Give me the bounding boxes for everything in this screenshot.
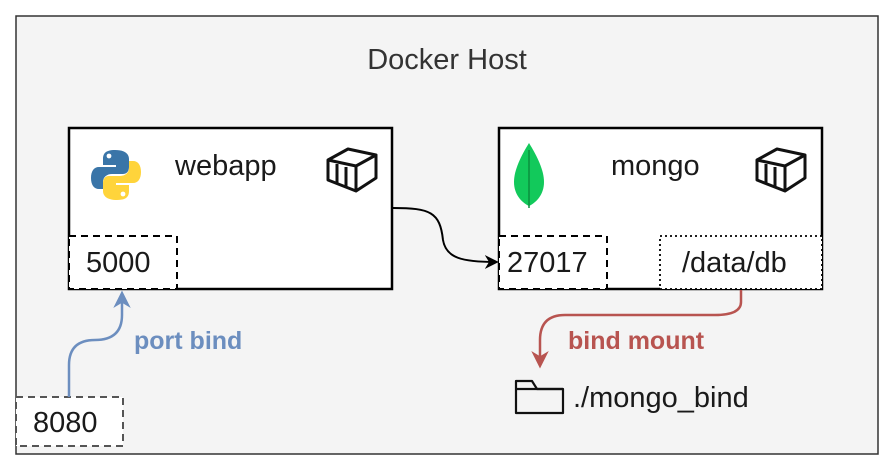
container-icon xyxy=(326,147,378,193)
port-bind-label: port bind xyxy=(134,327,243,355)
mongo-port-box xyxy=(498,235,608,290)
bind-mount-label: bind mount xyxy=(568,327,705,355)
port-bind-arrow xyxy=(67,290,131,397)
folder-label: ./mongo_bind xyxy=(573,382,749,414)
docker-host-title: Docker Host xyxy=(367,44,527,76)
mongodb-leaf-icon xyxy=(514,143,544,208)
python-logo-icon xyxy=(91,150,141,200)
mongo-volume-path: /data/db xyxy=(682,247,787,279)
webapp-port-box xyxy=(68,235,178,290)
host-port-box xyxy=(15,396,124,447)
webapp-name: webapp xyxy=(175,150,277,182)
bind-mount-arrow xyxy=(531,290,743,369)
webapp-port: 5000 xyxy=(86,247,151,279)
mongo-name: mongo xyxy=(611,150,700,182)
mongo-volume-box xyxy=(659,235,823,290)
container-icon xyxy=(755,147,807,193)
host-port: 8080 xyxy=(33,407,98,439)
mongo-port: 27017 xyxy=(507,247,588,279)
webapp-to-mongo-arrow xyxy=(392,207,499,269)
folder-icon xyxy=(514,379,565,415)
